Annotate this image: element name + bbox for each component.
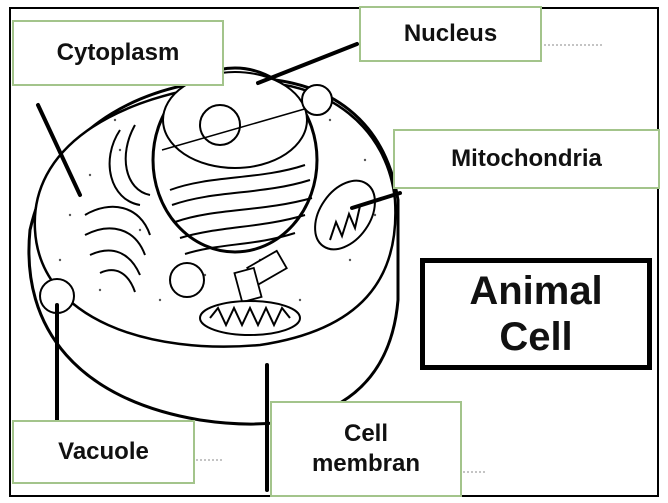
nucleus-leader <box>258 44 357 83</box>
cell-membrane-label-line2: membran <box>312 449 420 479</box>
cell-membrane-dotted-line <box>463 471 485 473</box>
title-line2: Cell <box>499 314 572 360</box>
vacuole-dotted-line <box>196 459 222 461</box>
mitochondria-label-text: Mitochondria <box>451 144 602 174</box>
title-box: Animal Cell <box>420 258 652 370</box>
cell-membrane-label-line1: Cell <box>344 419 388 449</box>
vacuole-label-text: Vacuole <box>58 437 149 467</box>
nucleus-dotted-line <box>544 44 602 46</box>
nucleus-organelle <box>153 68 317 252</box>
title-line1: Animal <box>469 268 602 314</box>
nucleus-label-text: Nucleus <box>404 19 497 49</box>
cell-membrane-label: Cell membran <box>270 401 462 497</box>
vacuole-label: Vacuole <box>12 420 195 484</box>
cytoplasm-label-text: Cytoplasm <box>57 38 180 68</box>
mitochondria-label: Mitochondria <box>393 129 660 189</box>
cytoplasm-label: Cytoplasm <box>12 20 224 86</box>
nucleus-label: Nucleus <box>359 6 542 62</box>
